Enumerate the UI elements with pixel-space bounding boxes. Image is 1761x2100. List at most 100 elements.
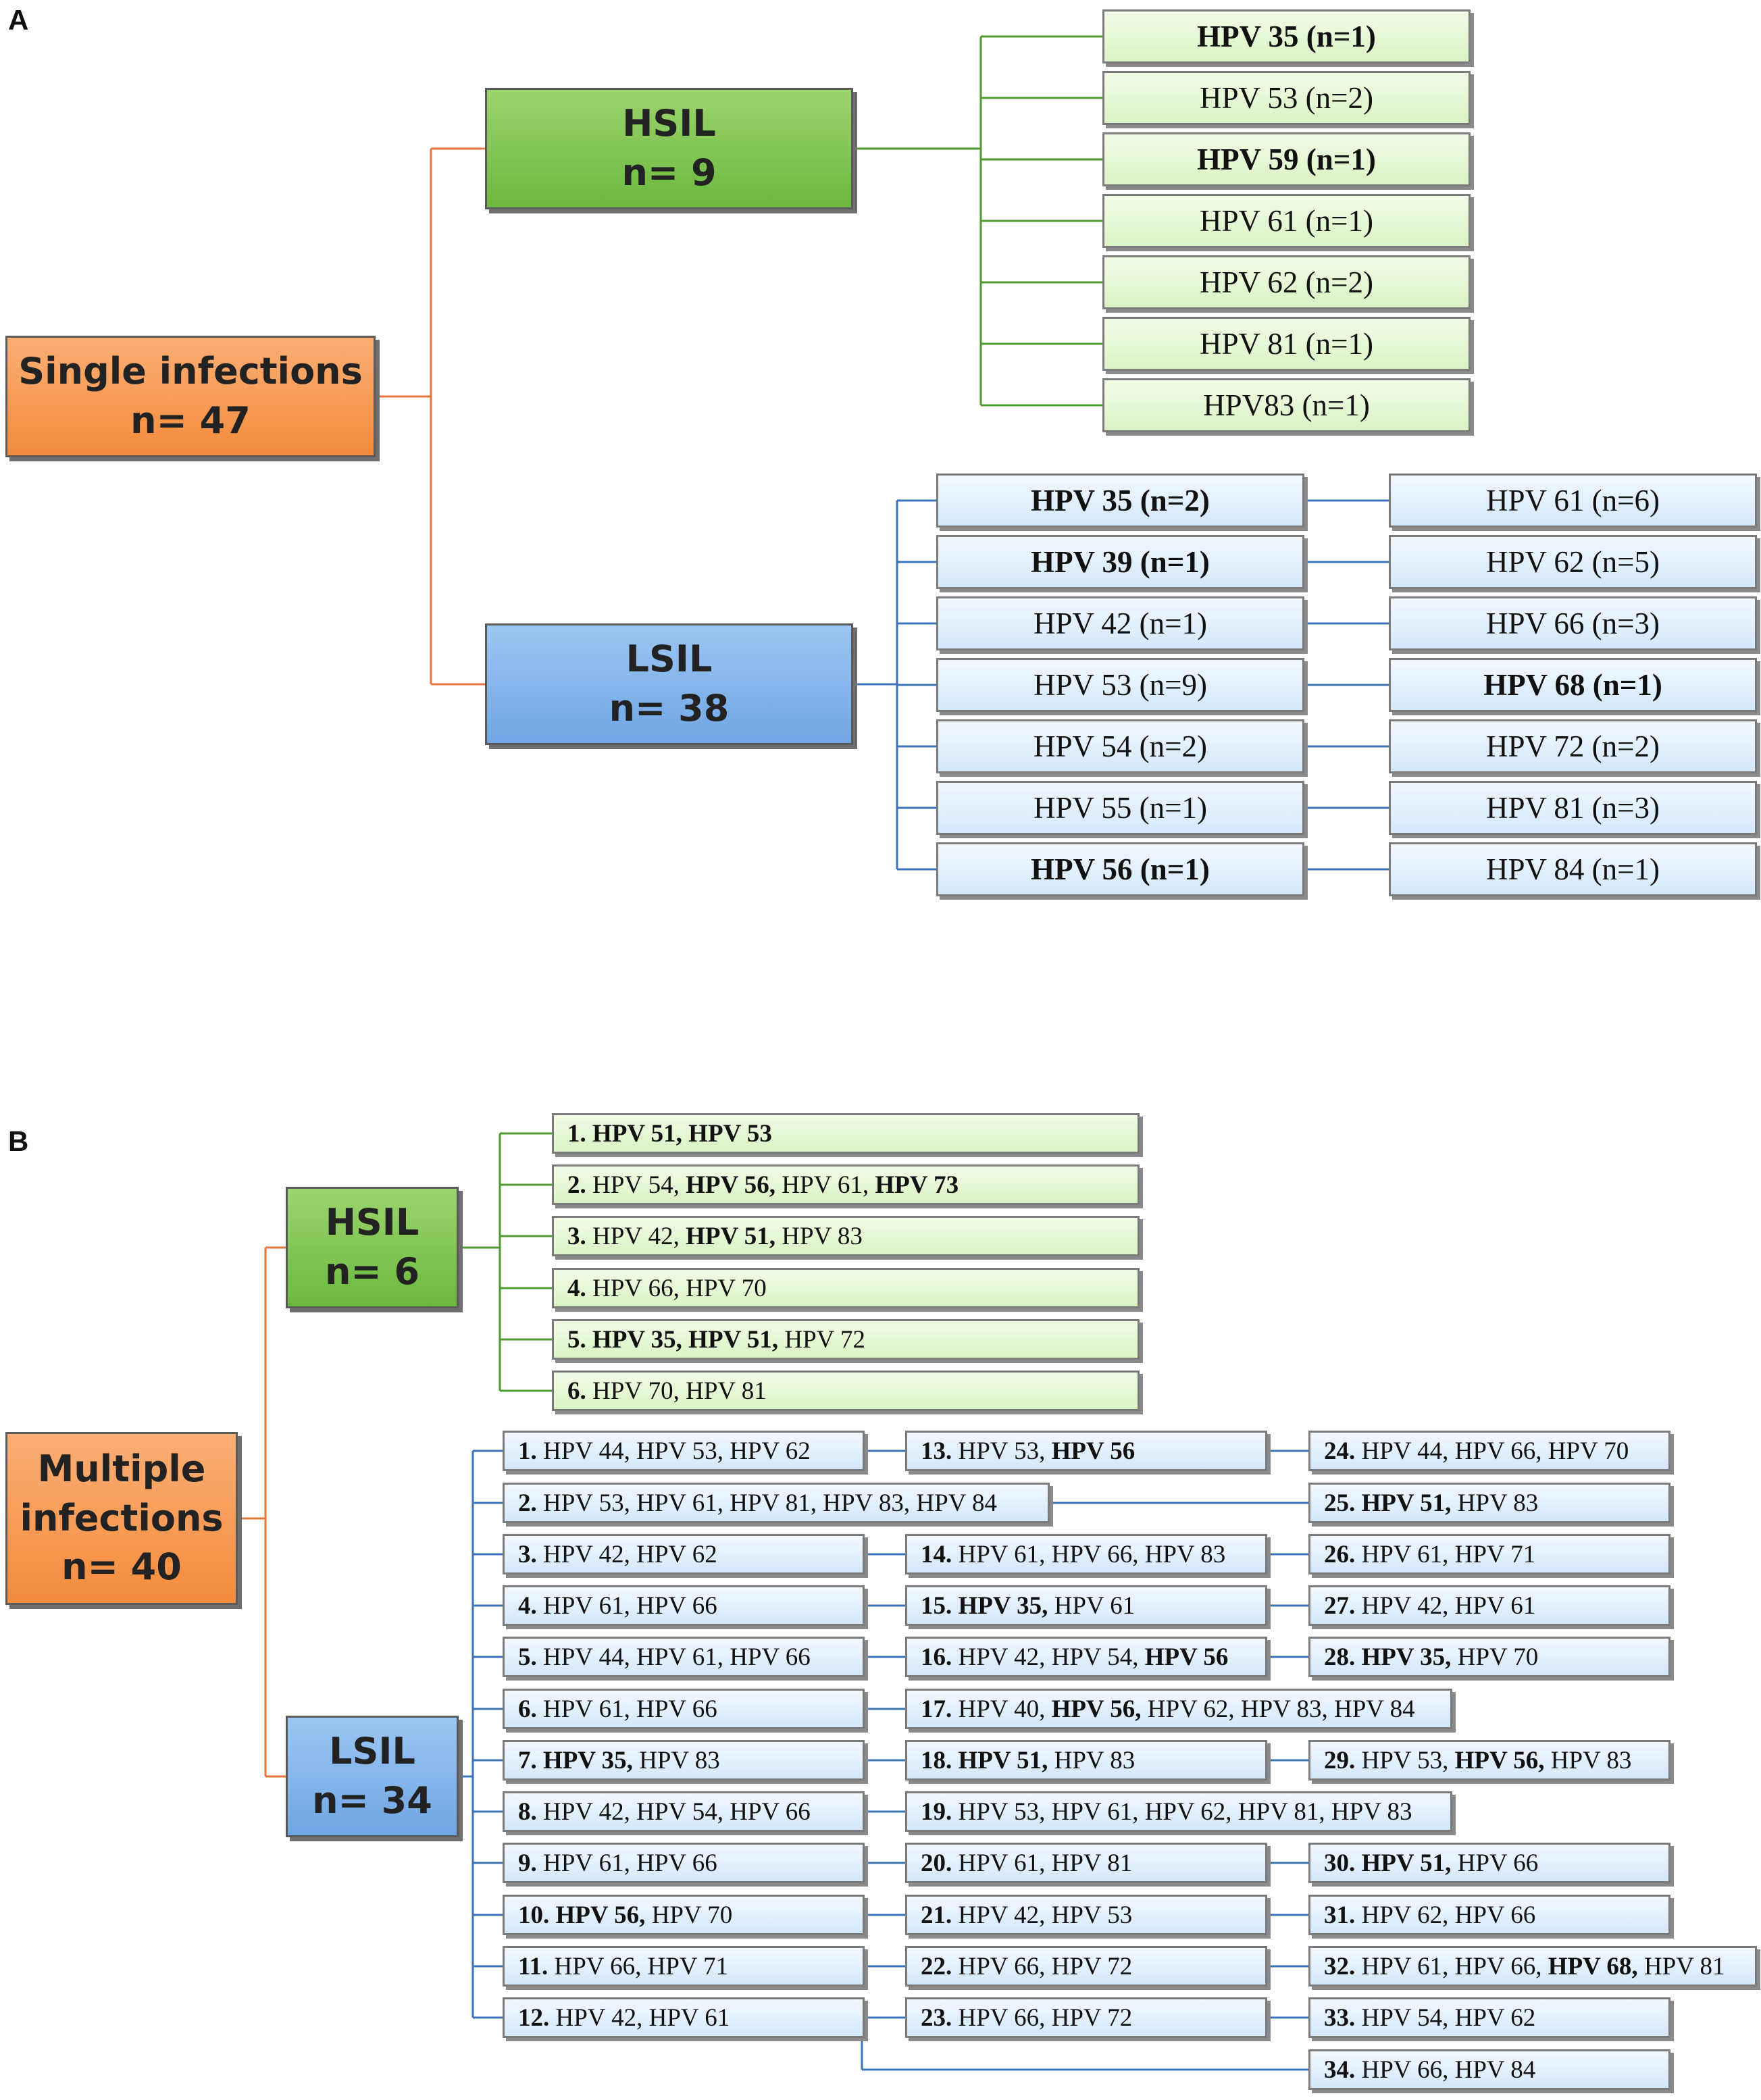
hsil-combination-box: 1. HPV 51, HPV 53	[552, 1113, 1140, 1154]
hpv-type-text: HPV 61 (n=6)	[1485, 484, 1660, 517]
hpv-type-text: HPV 68 (n=1)	[1483, 668, 1662, 702]
hpv-type-text: HPV 42, HPV 61	[555, 2003, 730, 2032]
lsil-combination-box: 13. HPV 53, HPV 56	[905, 1431, 1267, 1471]
hpv-type-text: HPV 42 (n=1)	[1033, 607, 1208, 640]
hpv-type-text: HPV83 (n=1)	[1203, 388, 1370, 422]
hpv-type-text: 3.	[567, 1222, 592, 1250]
lsil-combination-box-label: 7. HPV 35, HPV 83	[518, 1746, 720, 1775]
lsil-combination-box: 18. HPV 51, HPV 83	[905, 1740, 1267, 1781]
hpv-type-text: HPV 42, HPV 54,	[958, 1643, 1145, 1671]
lsil-combination-box-label: 1. HPV 44, HPV 53, HPV 62	[518, 1437, 811, 1466]
lsil-type-box: HPV 39 (n=1)	[936, 535, 1304, 589]
hpv-type-text: HPV 51,	[1361, 1489, 1458, 1517]
hpv-type-text: 24.	[1324, 1437, 1362, 1465]
hsil-combination-box-label: 3. HPV 42, HPV 51, HPV 83	[567, 1222, 863, 1251]
hpv-type-text: 5.	[518, 1643, 543, 1671]
lsil-combination-box: 23. HPV 66, HPV 72	[905, 1997, 1267, 2038]
lsil-combination-box: 2. HPV 53, HPV 61, HPV 81, HPV 83, HPV 8…	[503, 1483, 1050, 1523]
lsil-type-box: HPV 84 (n=1)	[1389, 842, 1757, 896]
hpv-type-text: HPV 68,	[1548, 1952, 1644, 1980]
hpv-type-text: HPV 61, HPV 66, HPV 83	[958, 1540, 1226, 1568]
hpv-type-text: HPV 53, HPV 61, HPV 62, HPV 81, HPV 83	[958, 1797, 1412, 1826]
hpv-type-text: HPV 62, HPV 83, HPV 84	[1147, 1695, 1415, 1723]
hsil-combination-box: 3. HPV 42, HPV 51, HPV 83	[552, 1216, 1140, 1256]
hpv-type-text: 31.	[1324, 1901, 1362, 1929]
hpv-type-text: 9.	[518, 1849, 543, 1877]
lsil-type-box-label: HPV 39 (n=1)	[1031, 544, 1210, 580]
lsil-combination-box: 27. HPV 42, HPV 61	[1308, 1585, 1670, 1626]
hpv-type-text: 20.	[921, 1849, 959, 1877]
hsil-type-box: HPV 62 (n=2)	[1102, 255, 1471, 309]
hpv-type-text: HPV 61, HPV 66	[543, 1695, 717, 1723]
hpv-type-text: HPV 81 (n=1)	[1199, 327, 1374, 361]
hsil-combination-box-label: 2. HPV 54, HPV 56, HPV 61, HPV 73	[567, 1171, 959, 1200]
hsil-type-box: HPV 35 (n=1)	[1102, 9, 1471, 63]
multiple-infections-box-line: infections	[20, 1496, 224, 1539]
hpv-type-text: HPV 72	[784, 1325, 865, 1354]
hpv-type-text: HPV 54,	[592, 1171, 686, 1199]
lsil-combination-box-label: 21. HPV 42, HPV 53	[921, 1901, 1132, 1930]
hpv-type-text: HPV 83	[1457, 1489, 1539, 1517]
multiple-infections-box-line: n= 40	[61, 1545, 182, 1589]
lsil-combination-box: 26. HPV 61, HPV 71	[1308, 1534, 1670, 1574]
hpv-type-text: 14.	[921, 1540, 959, 1568]
lsil-type-box: HPV 54 (n=2)	[936, 719, 1304, 773]
hpv-type-text: HPV 35,	[543, 1746, 640, 1774]
lsil-box-line: LSIL	[329, 1730, 415, 1773]
hpv-type-text: 18.	[921, 1746, 959, 1774]
lsil-combination-box-label: 5. HPV 44, HPV 61, HPV 66	[518, 1643, 811, 1672]
multiple-infections-box-line: Multiple	[37, 1447, 206, 1490]
hpv-type-text: 7.	[518, 1746, 543, 1774]
lsil-combination-box: 28. HPV 35, HPV 70	[1308, 1637, 1670, 1677]
lsil-type-box-label: HPV 81 (n=3)	[1486, 790, 1660, 825]
hpv-type-text: HPV 51, HPV 53	[592, 1119, 772, 1148]
lsil-combination-box-label: 11. HPV 66, HPV 71	[518, 1952, 728, 1981]
lsil-type-box-label: HPV 53 (n=9)	[1033, 667, 1207, 702]
hpv-type-text: HPV 35,	[1361, 1643, 1458, 1671]
hpv-type-text: HPV 62 (n=2)	[1199, 265, 1374, 299]
hsil-type-box: HPV 53 (n=2)	[1102, 71, 1471, 125]
lsil-combination-box: 8. HPV 42, HPV 54, HPV 66	[503, 1791, 865, 1832]
hpv-type-text: 29.	[1324, 1746, 1362, 1774]
lsil-combination-box: 33. HPV 54, HPV 62	[1308, 1997, 1670, 2038]
lsil-type-box-label: HPV 61 (n=6)	[1486, 483, 1660, 518]
lsil-combination-box: 7. HPV 35, HPV 83	[503, 1740, 865, 1781]
lsil-combination-box-label: 30. HPV 51, HPV 66	[1324, 1849, 1538, 1878]
hpv-type-text: 4.	[567, 1274, 592, 1302]
lsil-combination-box-label: 34. HPV 66, HPV 84	[1324, 2055, 1535, 2084]
hpv-type-text: 22.	[921, 1952, 959, 1980]
lsil-combination-box: 19. HPV 53, HPV 61, HPV 62, HPV 81, HPV …	[905, 1791, 1452, 1832]
hpv-type-text: 12.	[518, 2003, 556, 2032]
hpv-type-text: HPV 70, HPV 81	[592, 1377, 767, 1405]
hpv-type-text: HPV 56 (n=1)	[1031, 852, 1210, 886]
hpv-type-text: 2.	[567, 1171, 592, 1199]
hpv-type-text: HPV 35 (n=2)	[1031, 484, 1210, 517]
hpv-type-text: HPV 39 (n=1)	[1031, 545, 1210, 579]
lsil-combination-box-label: 23. HPV 66, HPV 72	[921, 2003, 1132, 2032]
hsil-type-box-label: HPV 53 (n=2)	[1200, 80, 1373, 116]
hpv-type-text: HPV 53, HPV 61, HPV 81, HPV 83, HPV 84	[543, 1489, 997, 1517]
hpv-type-text: HPV 61, HPV 66,	[1361, 1952, 1548, 1980]
lsil-type-box: HPV 62 (n=5)	[1389, 535, 1757, 589]
hpv-type-text: HPV 70	[651, 1901, 733, 1929]
hsil-box-line: HSIL	[325, 1201, 419, 1244]
hpv-type-text: HPV 84 (n=1)	[1485, 852, 1660, 886]
lsil-type-box: HPV 55 (n=1)	[936, 781, 1304, 835]
lsil-combination-box-label: 2. HPV 53, HPV 61, HPV 81, HPV 83, HPV 8…	[518, 1489, 997, 1518]
lsil-box-line: n= 38	[609, 687, 730, 729]
lsil-combination-box: 3. HPV 42, HPV 62	[503, 1534, 865, 1574]
hpv-type-text: HPV 44, HPV 66, HPV 70	[1361, 1437, 1629, 1465]
lsil-combination-box: 9. HPV 61, HPV 66	[503, 1843, 865, 1883]
lsil-type-box-label: HPV 56 (n=1)	[1031, 852, 1210, 887]
lsil-combination-box-label: 17. HPV 40, HPV 56, HPV 62, HPV 83, HPV …	[921, 1695, 1415, 1724]
hpv-type-text: HPV 55 (n=1)	[1033, 791, 1208, 825]
hpv-type-text: HPV 66 (n=3)	[1485, 607, 1660, 640]
hpv-type-text: HPV 44, HPV 53, HPV 62	[543, 1437, 811, 1465]
lsil-combination-box-label: 32. HPV 61, HPV 66, HPV 68, HPV 81	[1324, 1952, 1725, 1981]
lsil-type-box: HPV 72 (n=2)	[1389, 719, 1757, 773]
hpv-type-text: HPV 66, HPV 72	[958, 1952, 1133, 1980]
lsil-combination-box-label: 31. HPV 62, HPV 66	[1324, 1901, 1535, 1930]
hpv-type-text: 15.	[921, 1591, 959, 1620]
hpv-type-text: HPV 53 (n=2)	[1199, 81, 1374, 115]
